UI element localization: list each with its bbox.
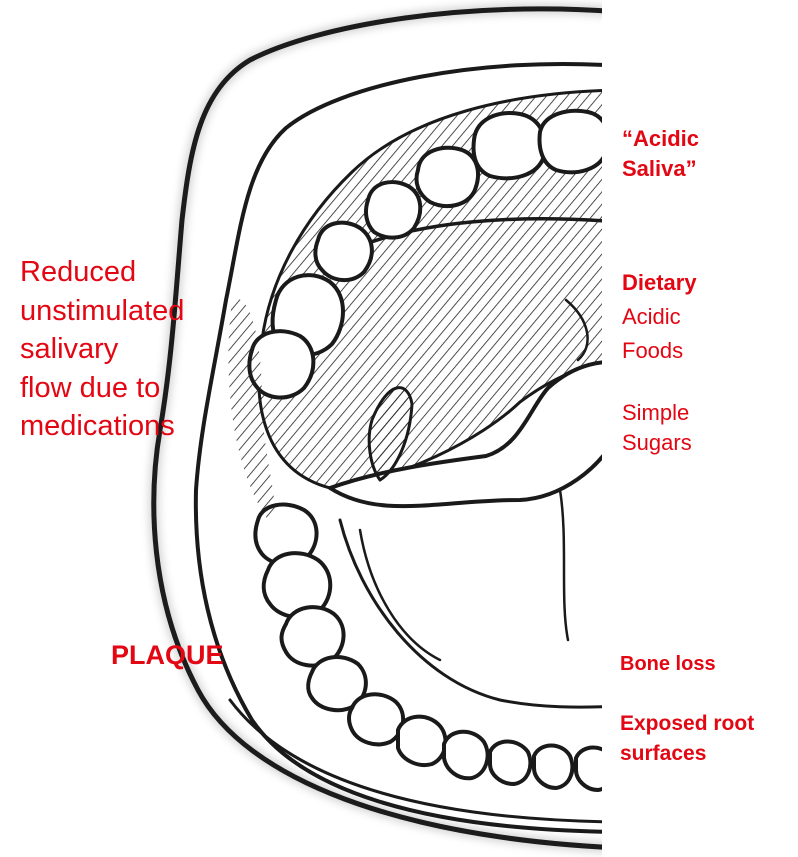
simple-sugars-line-1: Simple <box>622 398 692 428</box>
reduced-flow-line-4: flow due to <box>20 369 184 408</box>
lower-teeth <box>255 505 614 790</box>
reduced-flow-line-5: medications <box>20 407 184 446</box>
exposed-root-line-2: surfaces <box>620 739 754 769</box>
dietary-item-1: Acidic <box>622 300 697 334</box>
dietary-label: Dietary Acidic Foods <box>622 266 697 368</box>
exposed-root-line-1: Exposed root <box>620 709 754 739</box>
dietary-heading: Dietary <box>622 266 697 300</box>
reduced-flow-line-3: salivary <box>20 330 184 369</box>
simple-sugars-label: Simple Sugars <box>622 398 692 458</box>
plaque-label: PLAQUE <box>111 640 224 671</box>
reduced-flow-line-2: unstimulated <box>20 292 184 331</box>
dietary-item-2: Foods <box>622 334 697 368</box>
exposed-root-label: Exposed root surfaces <box>620 709 754 769</box>
acidic-saliva-label: “Acidic Saliva” <box>622 124 699 184</box>
lower-gum-line <box>340 520 620 707</box>
acidic-saliva-line-2: Saliva” <box>622 154 699 184</box>
reduced-flow-line-1: Reduced <box>20 253 184 292</box>
simple-sugars-line-2: Sugars <box>622 428 692 458</box>
reduced-salivary-flow-label: Reduced unstimulated salivary flow due t… <box>20 253 184 446</box>
bone-loss-label: Bone loss <box>620 653 716 676</box>
acidic-saliva-line-1: “Acidic <box>622 124 699 154</box>
